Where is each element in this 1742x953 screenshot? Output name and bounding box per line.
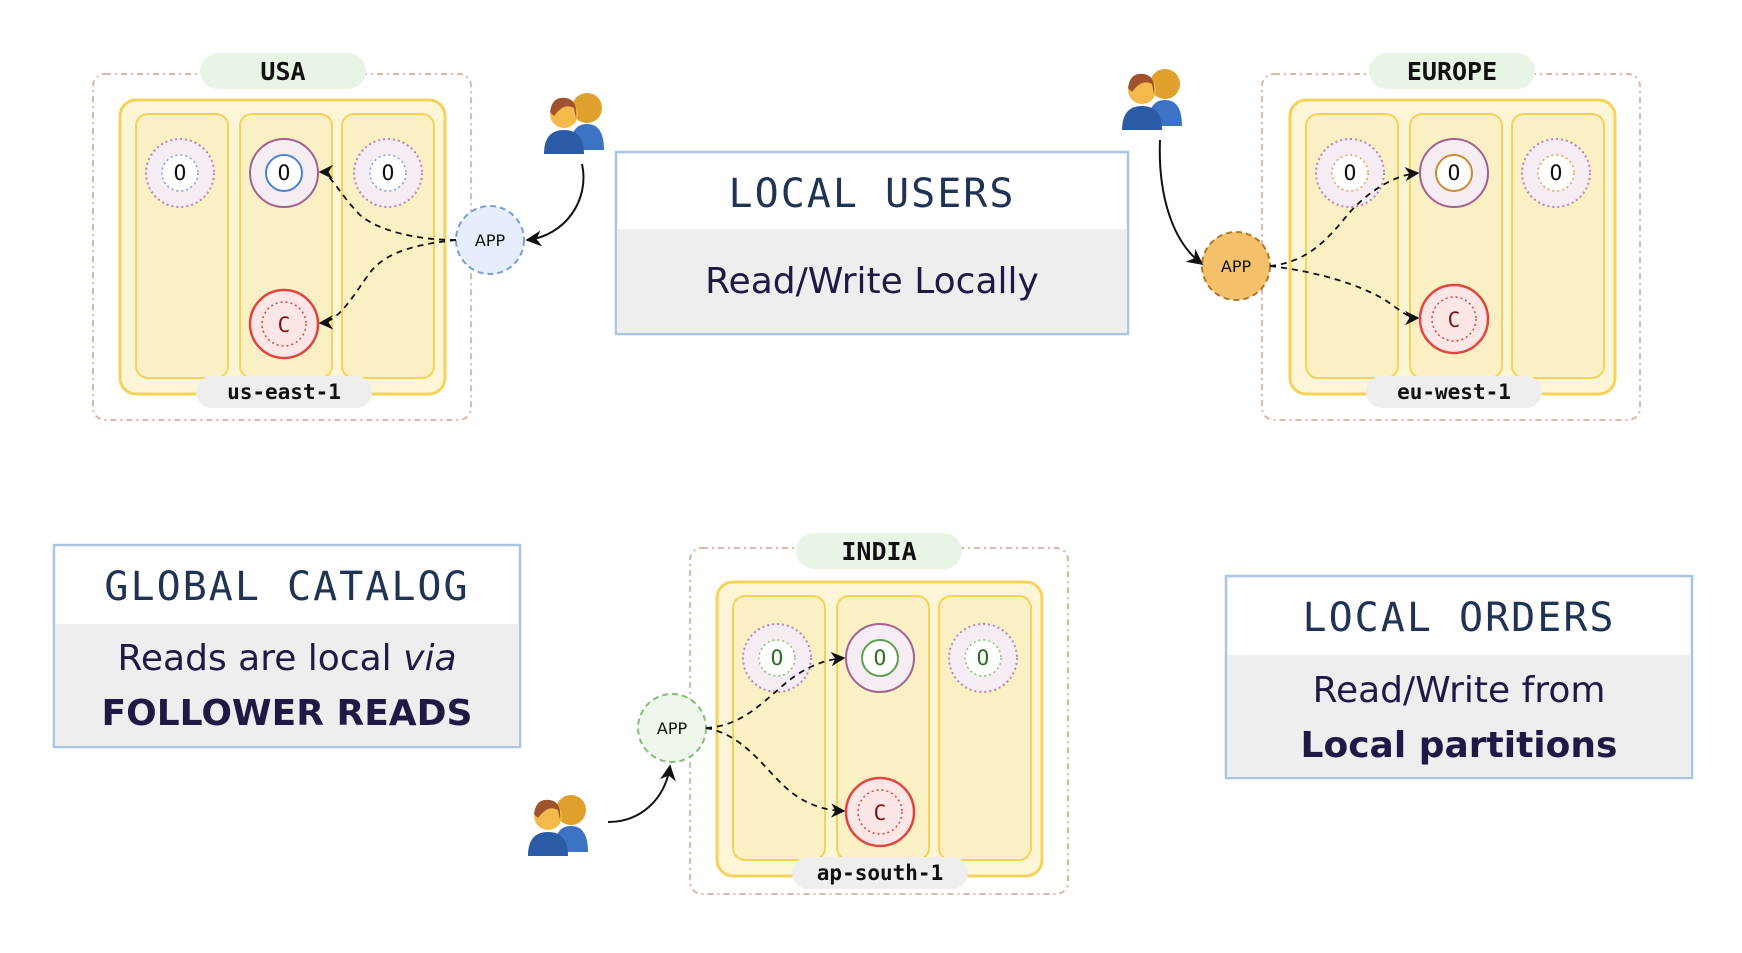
zone-label: ap-south-1 bbox=[817, 861, 943, 885]
zone-label: us-east-1 bbox=[227, 380, 341, 404]
box-title: LOCAL USERS bbox=[729, 171, 1016, 217]
svg-text:O: O bbox=[278, 161, 291, 185]
app-node: APP bbox=[637, 693, 707, 763]
box-title: LOCAL ORDERS bbox=[1303, 595, 1616, 641]
box-highlight: FOLLOWER READS bbox=[102, 693, 473, 734]
app-node: APP bbox=[1201, 231, 1271, 301]
svg-text:O: O bbox=[1344, 161, 1357, 185]
catalog-node: C bbox=[1418, 283, 1490, 355]
users-icon bbox=[1122, 69, 1182, 130]
users-icon bbox=[528, 795, 588, 856]
box-description: Read/Write Locally bbox=[705, 261, 1039, 302]
catalog-node: C bbox=[844, 776, 916, 848]
box-title: GLOBAL CATALOG bbox=[104, 564, 469, 610]
box-highlight: Local partitions bbox=[1301, 725, 1618, 766]
svg-text:APP: APP bbox=[1221, 257, 1252, 276]
region-india: INDIA ap-south-1 O O O C APP bbox=[528, 533, 1069, 895]
orders-follower-node: O bbox=[353, 138, 423, 208]
svg-text:APP: APP bbox=[657, 719, 688, 738]
local-users-box: LOCAL USERS Read/Write Locally bbox=[614, 150, 1130, 336]
orders-leader-node: O bbox=[845, 623, 915, 693]
local-orders-box: LOCAL ORDERS Read/Write from Local parti… bbox=[1224, 574, 1694, 780]
svg-text:O: O bbox=[771, 646, 784, 670]
orders-leader-node: O bbox=[249, 138, 319, 208]
svg-text:O: O bbox=[174, 161, 187, 185]
region-europe: EUROPE eu-west-1 O O O C APP bbox=[1122, 53, 1641, 421]
region-title: USA bbox=[260, 57, 305, 86]
svg-text:O: O bbox=[977, 646, 990, 670]
global-catalog-box: GLOBAL CATALOG Reads are local via FOLLO… bbox=[52, 543, 522, 749]
orders-follower-node: O bbox=[742, 623, 812, 693]
orders-leader-node: O bbox=[1419, 138, 1489, 208]
app-node: APP bbox=[455, 205, 525, 275]
svg-text:C: C bbox=[874, 801, 887, 825]
region-title: INDIA bbox=[841, 537, 916, 566]
users-icon bbox=[544, 93, 604, 154]
region-usa: USA us-east-1 O O O C bbox=[92, 53, 604, 421]
region-title: EUROPE bbox=[1407, 57, 1497, 86]
orders-follower-node: O bbox=[145, 138, 215, 208]
orders-follower-node: O bbox=[1521, 138, 1591, 208]
svg-text:O: O bbox=[1448, 161, 1461, 185]
catalog-node: C bbox=[248, 288, 320, 360]
svg-text:O: O bbox=[382, 161, 395, 185]
zone-label: eu-west-1 bbox=[1397, 380, 1511, 404]
orders-follower-node: O bbox=[1315, 138, 1385, 208]
svg-text:C: C bbox=[278, 313, 291, 337]
svg-text:O: O bbox=[1550, 161, 1563, 185]
svg-text:C: C bbox=[1448, 308, 1461, 332]
box-description: Reads are local via bbox=[117, 638, 456, 679]
svg-text:O: O bbox=[874, 646, 887, 670]
svg-text:APP: APP bbox=[475, 231, 506, 250]
box-description: Read/Write from bbox=[1313, 670, 1606, 711]
orders-follower-node: O bbox=[948, 623, 1018, 693]
